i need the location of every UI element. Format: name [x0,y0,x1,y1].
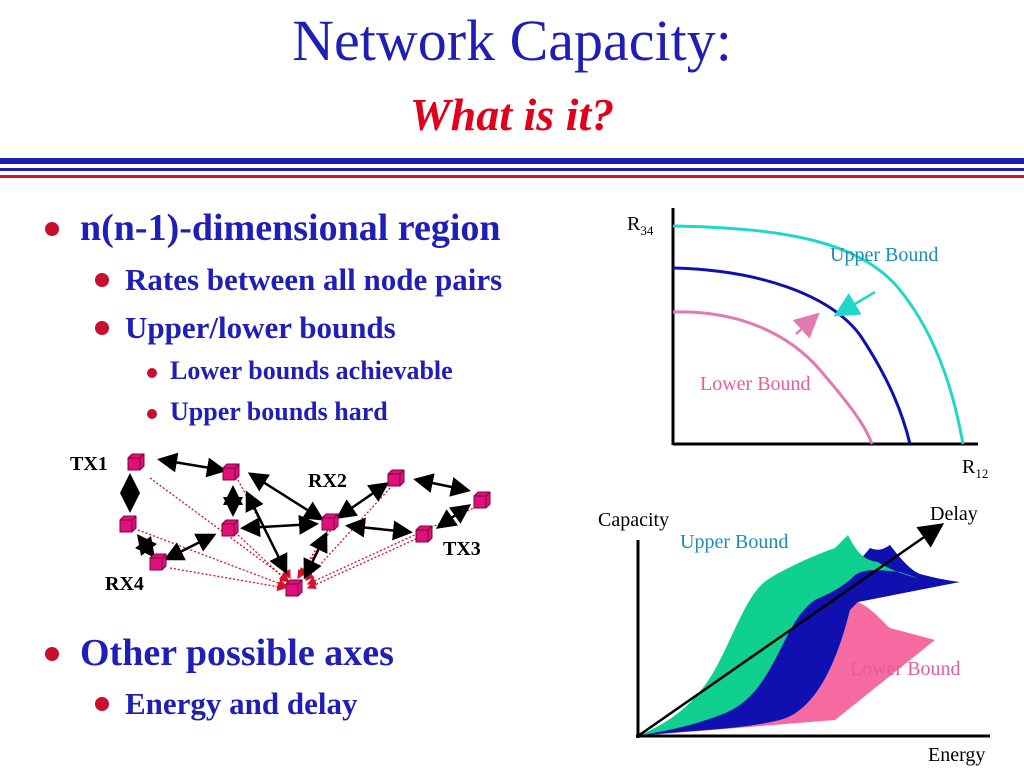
ed-lower-bound-label: Lower Bound [850,658,961,680]
lower-bound-area [638,602,935,736]
title-rule-blue [0,158,1024,164]
bullet-dot [95,321,109,335]
rate-region-diagram [671,208,978,446]
capacity-axis-label: Capacity [598,509,670,531]
node [119,515,137,533]
bullet-level1: n(n-1)-dimensional region [80,207,501,249]
bullet-dot [45,647,59,661]
bullet-dot [45,222,59,236]
upper-bound-curve [672,224,965,445]
delay-axis-label: Delay [930,503,978,525]
rate-x-axis-label: R12 [962,456,989,481]
bullet-level3: Upper bounds hard [170,397,388,426]
bullet-dot [95,697,109,711]
bullet-level2: Rates between all node pairs [125,262,503,297]
lower-bound-arrow [792,312,820,339]
node [285,579,303,597]
rate-y-axis-label: R34 [627,213,654,238]
node-tx1 [127,453,145,471]
energy-axis-label: Energy [928,744,986,766]
node-rx4 [149,553,167,571]
label-rx2: RX2 [308,470,347,492]
label-tx3: TX3 [443,538,481,560]
network-diagram [119,452,491,597]
ed-upper-bound-label: Upper Bound [680,531,789,553]
title-rule-blue-thin [0,168,1024,171]
capacity-area [638,545,960,736]
lower-bound-curve [672,310,874,445]
bullet-level2: Upper/lower bounds [125,310,396,345]
node [473,491,491,509]
node [387,469,405,487]
node [222,463,240,481]
upper-bound-arrow [833,290,876,317]
label-tx1: TX1 [70,453,108,475]
bullet-dot [147,409,157,419]
upper-bound-area [638,535,918,736]
node [221,519,239,537]
bullet-dot [147,368,157,378]
slide-subtitle: What is it? [409,89,615,140]
energy-delay-diagram [636,523,990,738]
lower-bound-label: Lower Bound [700,373,811,395]
node-tx3 [415,525,433,543]
bullet-level2: Energy and delay [125,686,358,721]
bullet-level3: Lower bounds achievable [170,356,453,385]
bullet-dot [95,273,109,287]
capacity-curve [672,266,912,445]
delay-axis [637,523,945,738]
title-rule-red [0,175,1024,178]
slide-title: Network Capacity: [292,8,732,73]
data-links [120,452,472,580]
upper-bound-label: Upper Bound [830,244,939,266]
node-rx2 [321,513,339,531]
bullet-level1: Other possible axes [80,632,394,674]
label-rx4: RX4 [105,573,144,595]
